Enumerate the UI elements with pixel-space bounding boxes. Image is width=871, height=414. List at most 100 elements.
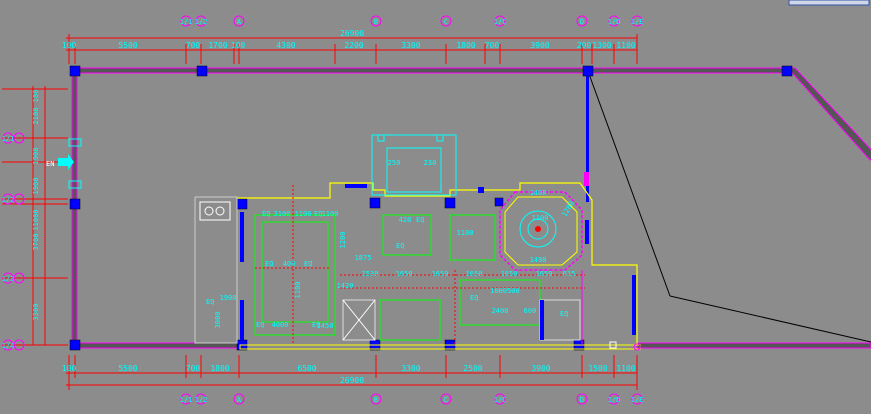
fixture-tag: EQ — [265, 260, 273, 268]
dim-label: 700 — [186, 41, 201, 50]
room-dim: 1650 — [466, 270, 483, 278]
outer-walls[interactable] — [71, 67, 871, 349]
dim-label: 3300 — [401, 41, 420, 50]
fixture-tag: EQ — [470, 294, 478, 302]
axis-bubble-left-1: 1/1 — [2, 132, 25, 144]
entrance-arrow-icon — [58, 154, 74, 170]
axis-bubble-bottom-7: D — [576, 393, 588, 405]
room-dim: 1490 — [530, 256, 547, 264]
room-dim: 1400 — [530, 189, 547, 197]
axis-label: 1/E — [631, 396, 644, 404]
fixture-tag: EQ — [560, 310, 568, 318]
room-dim: 1650 — [396, 270, 413, 278]
dim-label: 1300 — [592, 41, 611, 50]
left-dimension-chain: 100 2100 1900 1900 11000 3700 3300 — [2, 86, 68, 346]
dim-label: 100 — [32, 90, 40, 103]
axis-bubble-top-5: C — [440, 15, 452, 27]
structural-columns[interactable] — [69, 65, 793, 351]
axis-bubble-top-8: 1/D — [608, 15, 621, 27]
fixture-tags: EQ EQ EQ EQ EQ EQ EQ EQ EQ EQ EQ — [206, 210, 568, 329]
interior-plan[interactable] — [194, 134, 641, 351]
dim-label: 2500 — [463, 364, 482, 373]
fixture-tag: EQ — [314, 210, 322, 218]
dim-label: 200 — [577, 41, 592, 50]
room-dim: 1100 — [457, 229, 474, 237]
toolbar-fragment[interactable] — [788, 0, 870, 6]
room-dim: 1650 — [432, 270, 449, 278]
room-dim: 420 — [399, 216, 412, 224]
room-dim: 1530 — [362, 270, 379, 278]
axis-bubble-left-4: 1/4 — [2, 339, 25, 351]
dim-label: 5500 — [118, 364, 137, 373]
room-dim: 250 — [388, 159, 401, 167]
axis-bubble-top-4: B — [370, 15, 382, 27]
axis-label: 1/2 — [195, 396, 208, 404]
top-axis-bubbles: 1/1 1/2 A B C 1/C D 1/D — [180, 15, 644, 27]
top-dimension-chain: 26900 100 5500 700 1700 100 4300 2200 33… — [62, 29, 638, 64]
dim-label: 1700 — [208, 41, 227, 50]
axis-bubble-left-3: 1/3 — [2, 272, 25, 284]
room-dim: 3000 — [214, 312, 222, 329]
axis-bubble-top-9: 1/E — [631, 15, 644, 27]
axis-bubble-bottom-1: 1/1 — [180, 393, 193, 405]
dim-label: 3300 — [32, 304, 40, 321]
left-axis-bubbles: 1/1 1/2 1/3 1/4 — [2, 132, 25, 351]
room-dim: 2400 — [492, 307, 509, 315]
dim-label: 1500 — [588, 364, 607, 373]
dim-label: 3300 — [401, 364, 420, 373]
dim-label: 2200 — [344, 41, 363, 50]
dim-label: 700 — [186, 364, 201, 373]
axis-label: C — [444, 18, 448, 26]
dim-label: 2100 — [32, 108, 40, 125]
axis-label: 1/1 — [180, 396, 193, 404]
axis-bubble-bottom-4: B — [370, 393, 382, 405]
bottom-dimension-chain: 100 5500 700 1800 6500 3300 2500 3900 15… — [62, 355, 638, 390]
room-dim: 1875 — [355, 254, 372, 262]
axis-label: D — [580, 18, 584, 26]
room-dim: 1420 — [337, 282, 354, 290]
axis-bubble-bottom-3: A — [233, 393, 245, 405]
room-dim: 1650 — [536, 270, 553, 278]
left-total-label: 11000 — [32, 209, 40, 230]
room-dim: 1100 — [295, 210, 312, 218]
dim-label: 1100 — [616, 364, 635, 373]
room-dim: 4000 — [272, 321, 289, 329]
axis-label: 1/2 — [2, 196, 15, 204]
room-dim: 615 — [563, 270, 576, 278]
axis-bubble-bottom-6: 1/C — [494, 393, 506, 405]
room-dim: 400 — [283, 260, 296, 268]
fixture-tag: EQ — [304, 260, 312, 268]
axis-bubble-bottom-5: C — [440, 393, 452, 405]
room-dim: 1200 — [339, 232, 347, 249]
fixture-tag: EQ — [312, 321, 320, 329]
axis-label: 1/C — [494, 18, 507, 26]
dim-label: 3900 — [530, 41, 549, 50]
dim-label: 1800 — [210, 364, 229, 373]
axis-bubble-top-6: 1/C — [494, 15, 507, 27]
dim-label: 1900 — [32, 148, 40, 165]
axis-bubble-top-3: A — [233, 15, 245, 27]
room-dim: 600 — [524, 307, 537, 315]
room-dim: 1000500 — [490, 287, 520, 295]
dim-label: 1800 — [456, 41, 475, 50]
axis-label: 1/D — [608, 396, 621, 404]
axis-label: D — [580, 396, 584, 404]
entrance-marker: EN — [46, 138, 82, 189]
total-width-label: 26900 — [340, 29, 364, 38]
axis-label: B — [374, 396, 378, 404]
room-dim: 1650 — [501, 270, 518, 278]
fixture-tag: EQ — [416, 216, 424, 224]
total-width-label: 26900 — [340, 376, 364, 385]
dim-label: 100 — [62, 41, 77, 50]
axis-label: 1/E — [631, 18, 644, 26]
room-dimension-labels: 3100 1100 400 1100 1100 1530 1650 1650 1… — [214, 159, 576, 330]
dim-label: 3700 — [32, 234, 40, 251]
axis-bubble-top-1: 1/1 — [180, 15, 192, 27]
axis-label: 1/D — [608, 18, 621, 26]
fixture-tag: EQ — [206, 298, 214, 306]
fixture-tag: EQ — [256, 321, 264, 329]
axis-label: B — [374, 18, 378, 26]
axis-label: 1/4 — [2, 342, 15, 350]
room-dim: 230 — [424, 159, 437, 167]
